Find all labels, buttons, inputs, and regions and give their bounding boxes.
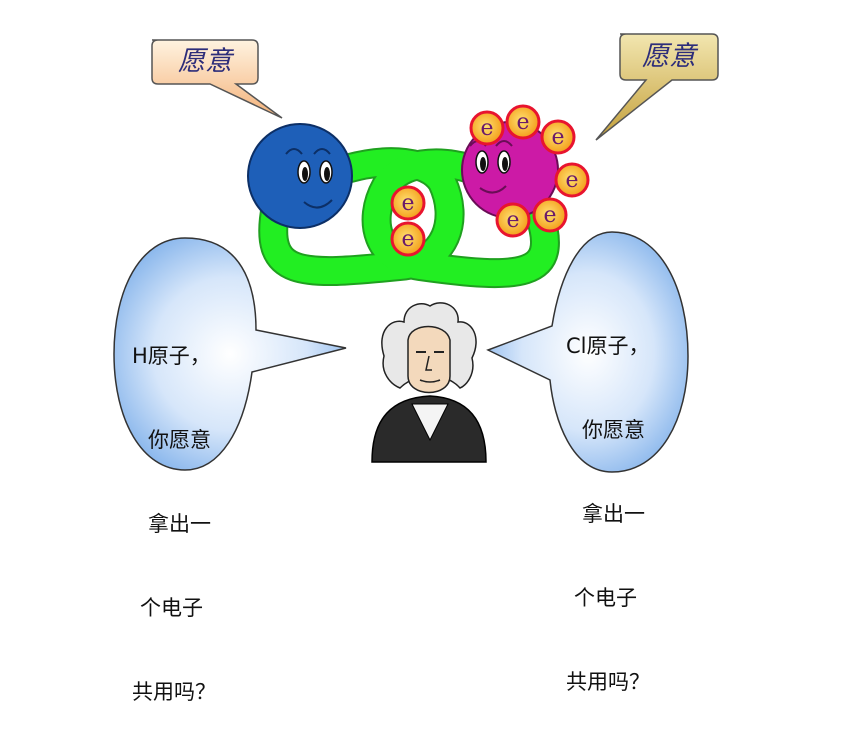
left-bubble-line-2: 你愿意: [148, 428, 211, 452]
electron: e: [495, 202, 531, 238]
electron: e: [540, 119, 576, 155]
left-callout: [151, 39, 283, 119]
left-bubble-line-5: 共用吗？: [132, 680, 216, 704]
h-atom: [247, 123, 353, 229]
right-callout: [595, 33, 719, 141]
electron: e: [532, 197, 568, 233]
electron-label: e: [480, 116, 493, 141]
left-bubble-text: H原子， 你愿意 拿出一 个电子 共用吗？: [132, 286, 252, 734]
electron: e: [505, 104, 541, 140]
right-bubble-line-4: 个电子: [574, 586, 637, 610]
left-bubble-line-1: H原子，: [132, 344, 211, 368]
electron-label: e: [516, 110, 529, 135]
electron: e: [390, 185, 426, 221]
left-speech-bubble: [113, 237, 347, 471]
electron-label: e: [565, 168, 578, 193]
left-bubble-line-3: 拿出一: [148, 512, 211, 536]
right-callout-label: 愿意: [642, 41, 696, 72]
left-bubble-line-4: 个电子: [140, 596, 203, 620]
portrait-figure: [371, 302, 487, 463]
right-bubble-line-2: 你愿意: [582, 418, 645, 442]
electron-label: e: [401, 227, 414, 252]
right-speech-bubble: [486, 231, 689, 473]
right-bubble-line-3: 拿出一: [582, 502, 645, 526]
electron-label: e: [506, 208, 519, 233]
electron: e: [469, 110, 505, 146]
bond-arms-fill: [260, 149, 558, 287]
electron-label: e: [401, 191, 414, 216]
electron: e: [554, 162, 590, 198]
right-bubble-text: Cl原子， 你愿意 拿出一 个电子 共用吗？: [566, 276, 686, 724]
left-callout-label: 愿意: [178, 46, 232, 77]
electron: e: [390, 221, 426, 257]
electron-label: e: [551, 125, 564, 150]
electron-label: e: [543, 203, 556, 228]
right-bubble-line-1: Cl原子，: [566, 334, 650, 358]
right-bubble-line-5: 共用吗？: [566, 670, 650, 694]
